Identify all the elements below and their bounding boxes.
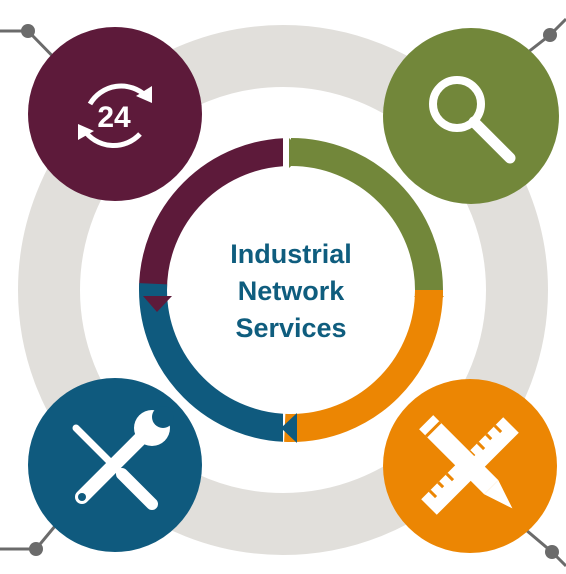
- connector-dot-top-right: [543, 28, 557, 42]
- magnifier-icon: [429, 76, 516, 164]
- arrow-head-blue: [281, 413, 297, 443]
- center-title-line-1: Industrial: [230, 239, 352, 269]
- center-title-line-3: Services: [235, 313, 347, 343]
- cycle-arrows: [139, 138, 444, 443]
- 24-hour-cycle-icon: [81, 83, 148, 149]
- connector-dot-bottom-left: [29, 542, 43, 556]
- wrench-screwdriver-icon: [72, 406, 174, 510]
- node-maintenance[interactable]: [28, 378, 202, 552]
- node-circle-analysis: [383, 28, 559, 204]
- node-circle-24: [28, 27, 202, 201]
- node-24-7-service[interactable]: 24: [28, 27, 202, 201]
- cycle-arrow-head-top: [136, 86, 152, 103]
- node-analysis[interactable]: [383, 28, 559, 204]
- connector-dot-top-left: [21, 24, 35, 38]
- arrow-segment-blue: [139, 138, 283, 442]
- center-title-line-2: Network: [237, 276, 345, 306]
- label-24: 24: [97, 101, 131, 134]
- center-title: Industrial Network Services: [183, 236, 399, 347]
- arrow-head-maroon: [143, 296, 172, 312]
- arrow-head-green: [289, 138, 305, 168]
- pencil-ruler-icon: [419, 415, 519, 515]
- background-ring: [18, 25, 548, 555]
- node-planning[interactable]: [383, 379, 557, 553]
- connector-dot-bottom-right: [545, 545, 559, 559]
- arrow-head-orange: [414, 296, 444, 312]
- connector-dots: [21, 24, 559, 559]
- cycle-arrow-head-bottom: [78, 124, 94, 140]
